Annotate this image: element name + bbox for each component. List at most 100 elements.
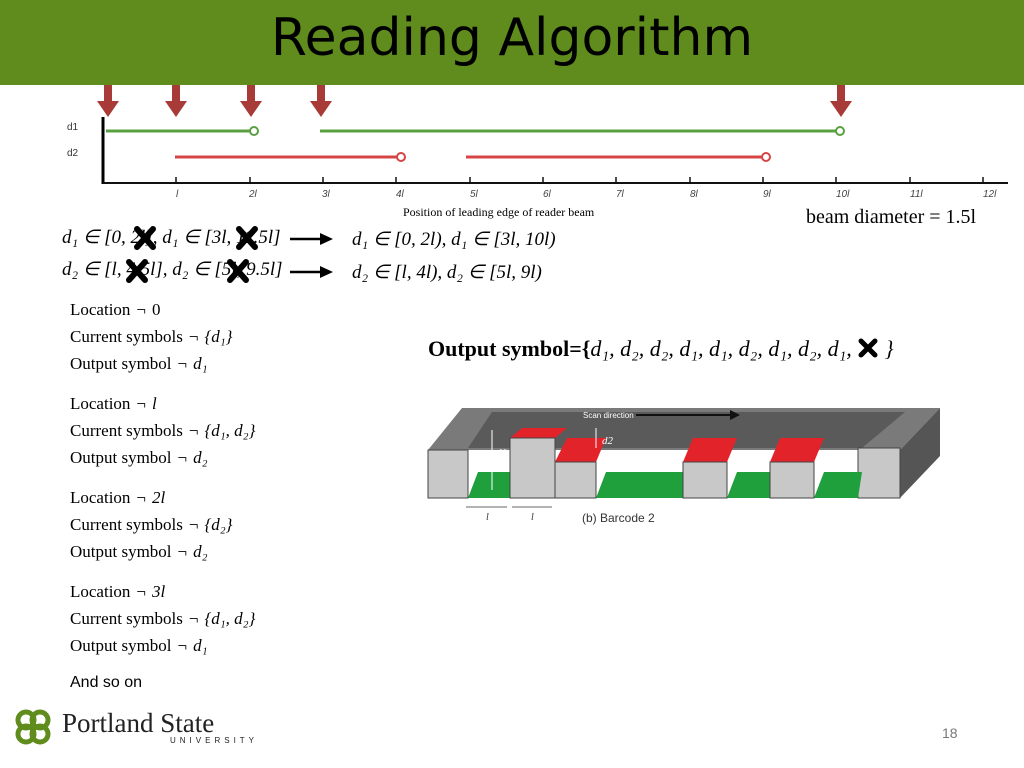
cross-mark-icon-2 xyxy=(236,226,258,250)
current-symbols-label: Current symbols xyxy=(70,421,183,440)
d1-original-intervals: d₁ ∈ [0, 2l], d₁ ∈ [3l, 11.5l] xyxy=(62,227,281,248)
location-line: Location¬2l xyxy=(70,484,232,511)
d1-intervals xyxy=(106,126,845,136)
output-symbol-value: d₂ xyxy=(193,542,208,561)
output-symbol-values: d₁, d₂, d₂, d₁, d₁, d₂, d₁, d₂, d₁, xyxy=(590,336,852,361)
tick-label-2: 2l xyxy=(248,189,258,200)
output-symbol-value: d₁ xyxy=(193,636,208,655)
tick-label-1: l xyxy=(176,189,179,200)
barcode-high-red-3-top xyxy=(683,438,737,462)
current-symbols-line: Current symbols¬{d₁, d₂} xyxy=(70,605,255,632)
beam-arrow-10 xyxy=(830,85,852,117)
output-symbol-line: Output symbol¬d₂ xyxy=(70,444,255,471)
arrow-right-icon-1 xyxy=(290,233,333,245)
location-value: l xyxy=(152,394,157,413)
barcode-high-red-4-top xyxy=(770,438,824,462)
d2-original-intervals: d₂ ∈ [l, 4.5l], d₂ ∈ [5l, 9.5l] xyxy=(62,259,283,280)
barcode-high-red-2-top xyxy=(555,438,606,462)
psu-logo-icon xyxy=(15,709,51,745)
output-symbol-value: d₂ xyxy=(193,448,208,467)
d2-interval-2-end xyxy=(761,152,771,162)
current-symbols-value: {d₂} xyxy=(204,515,233,534)
location-line: Location ¬ l xyxy=(70,390,255,417)
d1-height-label: d1 xyxy=(496,447,507,459)
axis-caption: Position of leading edge of reader beam xyxy=(403,205,595,219)
algorithm-step-1: Location¬0 Current symbols¬{d₁} Output s… xyxy=(70,296,232,377)
not-sign-icon: ¬ xyxy=(177,636,188,655)
logo-wordmark: Portland State xyxy=(62,708,215,738)
beam-arrow-3 xyxy=(310,85,332,117)
current-symbols-value: {d₁} xyxy=(204,327,233,346)
beam-arrows xyxy=(97,85,852,117)
tick-label-3: 3l xyxy=(322,189,331,200)
row-label-d1: d1 xyxy=(67,122,79,133)
current-symbols-value: {d₁, d₂} xyxy=(204,421,256,440)
d1-result-intervals: d₁ ∈ [0, 2l), d₁ ∈ [3l, 10l) xyxy=(352,229,556,250)
not-sign-icon: ¬ xyxy=(136,394,147,413)
not-sign-icon: ¬ xyxy=(136,582,147,601)
output-symbol-label: Output symbol xyxy=(70,448,172,467)
beam-arrow-0 xyxy=(97,85,119,117)
scan-direction-arrowhead xyxy=(730,410,740,420)
current-symbols-label: Current symbols xyxy=(70,609,183,628)
d1-interval-1-end xyxy=(249,126,259,136)
tick-label-5: 5l xyxy=(470,189,479,200)
row-label-d2: d2 xyxy=(67,148,79,159)
beam-arrow-1 xyxy=(165,85,187,117)
location-label: Location xyxy=(70,582,131,601)
output-symbol-line: Output symbol¬d₁ xyxy=(70,350,232,377)
barcode-low-green-3 xyxy=(727,472,780,498)
tick-label-12: 12l xyxy=(983,189,997,200)
barcode-high-block-3 xyxy=(682,461,728,499)
d2-interval-1-end xyxy=(396,152,406,162)
tick-label-8: 8l xyxy=(690,189,699,200)
scan-direction-label: Scan direction xyxy=(583,411,634,420)
timeline-diagram: d1 d2 l 2l 3l 4l 5l 6l 7l 8l 9l 10l 11l … xyxy=(67,85,1008,219)
output-symbol-label: Output symbol xyxy=(70,354,172,373)
current-symbols-label: Current symbols xyxy=(70,327,183,346)
barcode-caption: (b) Barcode 2 xyxy=(582,511,655,525)
cross-mark-icon-4 xyxy=(227,259,249,283)
barcode-right-face xyxy=(900,408,940,498)
location-value: 2l xyxy=(152,488,166,507)
algorithm-step-4: Location ¬ 3l Current symbols¬{d₁, d₂} Out… xyxy=(70,578,255,659)
tick-label-6: 6l xyxy=(543,189,552,200)
output-symbol-label: Output symbol xyxy=(70,542,172,561)
slide-title: Reading Algorithm xyxy=(270,8,754,68)
not-sign-icon: ¬ xyxy=(136,300,147,319)
logo-subtitle: UNIVERSITY xyxy=(170,736,259,745)
barcode-high-block-4 xyxy=(769,461,815,499)
cross-mark-icon-3 xyxy=(126,259,148,283)
barcode-low-green-2 xyxy=(596,472,693,498)
beam-arrow-2 xyxy=(240,85,262,117)
tick-label-4: 4l xyxy=(396,189,405,200)
current-symbols-line: Current symbols¬{d₁, d₂} xyxy=(70,417,255,444)
location-value: 3l xyxy=(152,582,166,601)
location-line: Location ¬ 3l xyxy=(70,578,255,605)
not-sign-icon: ¬ xyxy=(136,488,147,507)
title-bar xyxy=(0,0,1024,85)
d2-height-label: d2 xyxy=(602,435,614,447)
output-symbol-value: d₁ xyxy=(193,354,208,373)
page-number: 18 xyxy=(942,725,958,741)
barcode-low-green-1 xyxy=(468,472,520,498)
and-so-on-note: And so on xyxy=(70,674,143,691)
barcode-high-red-1-top xyxy=(510,428,567,438)
output-symbol-sequence: Output symbol={d₁, d₂, d₂, d₁, d₁, d₂, d… xyxy=(428,336,894,362)
not-sign-icon: ¬ xyxy=(188,515,199,534)
location-label: Location xyxy=(70,300,131,319)
output-symbol-label: Output symbol xyxy=(70,636,172,655)
location-label: Location xyxy=(70,394,131,413)
transform-marks xyxy=(126,226,333,283)
unit-label-1: l xyxy=(486,512,489,523)
d2-intervals xyxy=(175,152,771,162)
barcode-front-right xyxy=(857,447,901,499)
output-symbol-label: Output symbol={ xyxy=(428,336,591,361)
algorithm-step-2: Location ¬ l Current symbols¬{d₁, d₂} Outp… xyxy=(70,390,255,471)
arrow-right-icon-2 xyxy=(290,266,333,278)
output-symbol-line: Output symbol ¬ d₂ xyxy=(70,538,232,565)
algorithm-step-3: Location¬2l Current symbols¬{d₂} Output … xyxy=(70,484,232,565)
not-sign-icon: ¬ xyxy=(177,542,188,561)
current-symbols-line: Current symbols¬{d₁} xyxy=(70,323,232,350)
current-symbols-label: Current symbols xyxy=(70,515,183,534)
